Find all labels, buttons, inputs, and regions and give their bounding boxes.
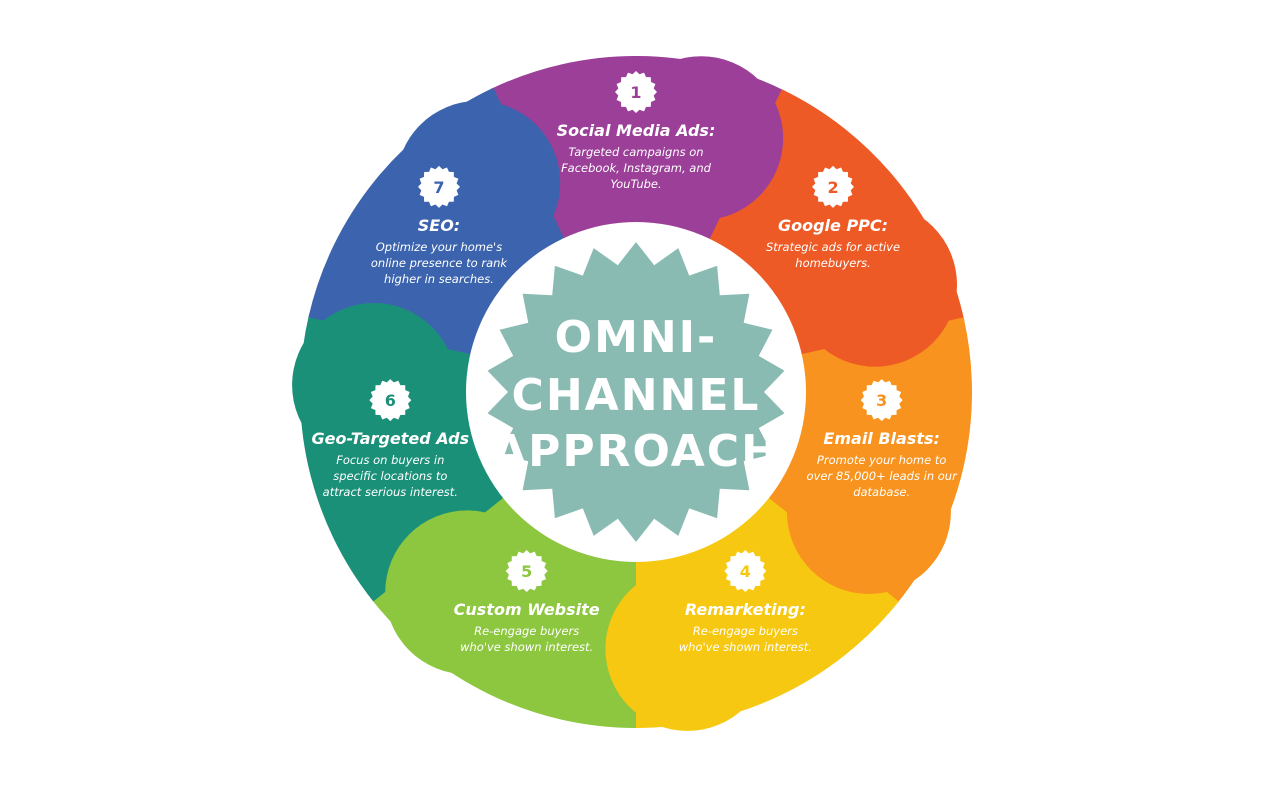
segment-description-4-line-2: who've shown interest. xyxy=(679,640,812,654)
lobe-3 xyxy=(786,429,951,594)
segment-title-6: Geo-Targeted Ads xyxy=(311,429,469,448)
segment-description-5-line-1: Re-engage buyers xyxy=(474,624,579,638)
segment-description-2-line-2: homebuyers. xyxy=(795,256,870,270)
segment-description-1-line-3: YouTube. xyxy=(610,177,661,191)
number-badge-text-7: 7 xyxy=(433,178,444,197)
segment-title-2: Google PPC: xyxy=(778,216,888,235)
number-badge-4 xyxy=(724,550,767,592)
segment-description-7-line-2: online presence to rank xyxy=(371,256,509,270)
segment-title-7: SEO: xyxy=(418,216,460,235)
center-starburst-badge xyxy=(487,242,785,542)
segment-description-1-line-1: Targeted campaigns on xyxy=(568,145,703,159)
segment-description-6-line-3: attract serious interest. xyxy=(323,485,458,499)
number-badge-text-4: 4 xyxy=(740,562,751,581)
segment-description-6-line-2: specific locations to xyxy=(333,469,447,483)
segment-description-1-line-2: Facebook, Instagram, and xyxy=(561,161,712,175)
center-hub: OMNI- CHANNEL APPROACH xyxy=(466,222,806,562)
lobe-2 xyxy=(793,202,958,367)
segment-description-3-line-1: Promote your home to xyxy=(817,453,947,467)
segment-description-2-line-1: Strategic ads for active xyxy=(766,240,900,254)
segment-description-4-line-1: Re-engage buyers xyxy=(693,624,798,638)
segment-title-3: Email Blasts: xyxy=(823,429,940,448)
number-badge-text-1: 1 xyxy=(630,83,641,102)
number-badge-text-6: 6 xyxy=(385,391,396,410)
number-badge-text-2: 2 xyxy=(827,178,838,197)
lobe-6 xyxy=(292,302,457,467)
segment-description-6-line-1: Focus on buyers in xyxy=(336,453,444,467)
center-title-line-3: APPROACH xyxy=(492,426,780,477)
segment-description-5-line-2: who've shown interest. xyxy=(460,640,593,654)
segment-title-5: Custom Website xyxy=(454,600,600,619)
wheel-lobes xyxy=(292,56,958,731)
center-title-line-1: OMNI- xyxy=(555,312,718,363)
segment-description-3-line-3: database. xyxy=(853,485,910,499)
lobe-5 xyxy=(385,510,550,675)
lobe-1 xyxy=(619,56,784,221)
number-badge-5 xyxy=(505,550,548,592)
number-badge-text-5: 5 xyxy=(521,562,532,581)
number-badge-text-3: 3 xyxy=(876,391,887,410)
segment-description-7-line-3: higher in searches. xyxy=(384,272,494,286)
number-badge-3 xyxy=(860,379,903,422)
lobe-7 xyxy=(396,100,561,265)
segment-title-1: Social Media Ads: xyxy=(557,121,716,140)
segment-description-3-line-2: over 85,000+ leads in our xyxy=(807,469,959,483)
lobe-4 xyxy=(605,566,770,731)
number-badge-7 xyxy=(418,165,460,208)
number-badge-6 xyxy=(369,379,412,422)
segment-description-7-line-1: Optimize your home's xyxy=(376,240,503,254)
center-title-line-2: CHANNEL xyxy=(512,370,761,421)
number-badge-1 xyxy=(615,71,657,113)
segment-title-4: Remarketing: xyxy=(685,600,806,619)
number-badge-2 xyxy=(812,165,854,208)
